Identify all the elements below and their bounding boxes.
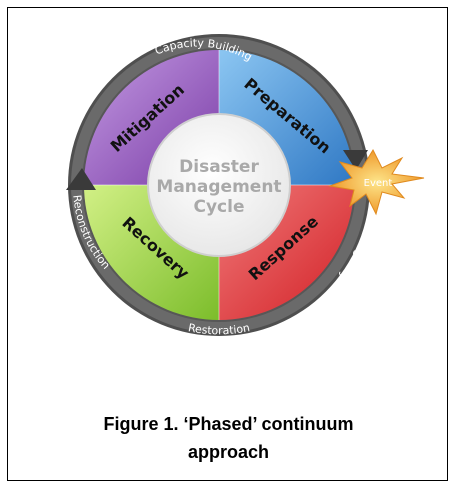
center-disc [147,113,291,257]
center-title-line-1: Disaster [179,157,259,177]
caption-line-1: Figure 1. ‘Phased’ continuum [103,414,354,434]
center-title-line-3: Cycle [194,197,245,217]
center-title-line-2: Management [156,177,281,197]
event-burst [328,148,425,216]
figure-caption: Figure 1. ‘Phased’ continuum approach [8,410,449,466]
restoration-label: Restoration [187,321,251,337]
caption-line-2: approach [187,442,270,462]
event-label: Event [364,178,393,189]
reconstruction-arrowhead [66,168,96,190]
pre-impact-arrowhead [343,150,368,170]
